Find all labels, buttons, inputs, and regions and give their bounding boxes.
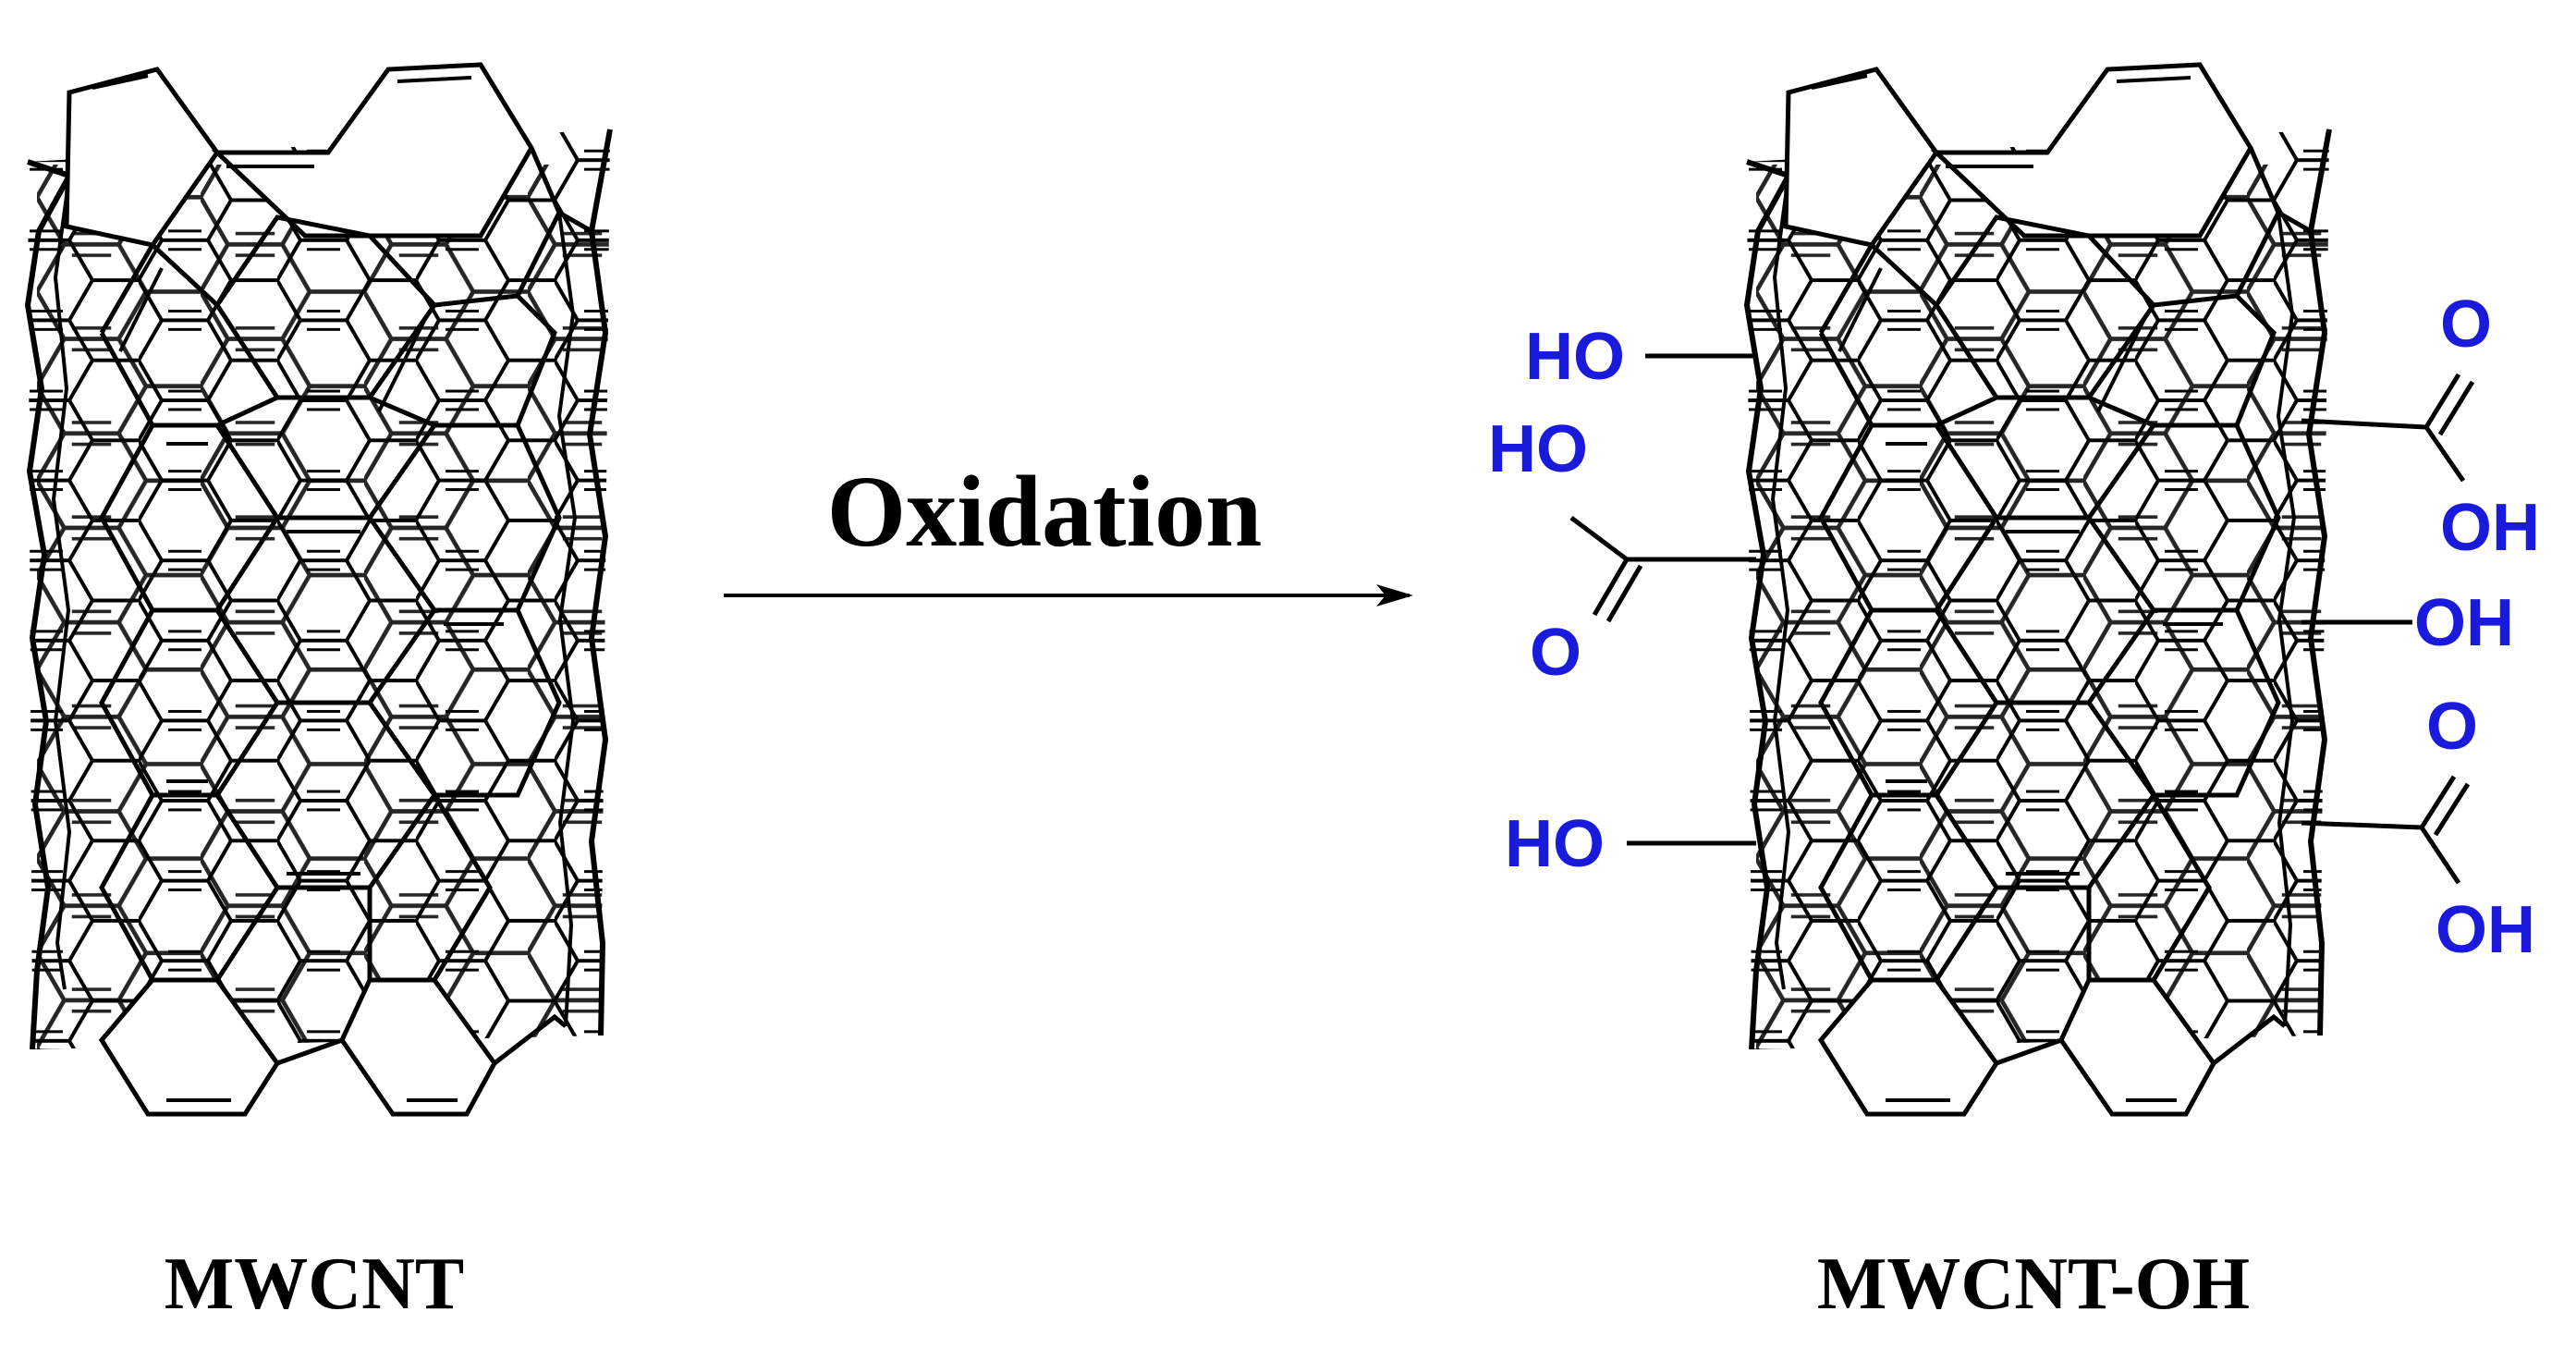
- functional-groups: [1569, 353, 2475, 885]
- condition-label: Oxidation: [827, 455, 1263, 568]
- reactant-nanotube: [0, 65, 648, 1146]
- left-lower-hydroxyl-label: HO: [1505, 807, 1605, 881]
- left-upper-hydroxyl-label: HO: [1525, 320, 1625, 394]
- right-upper-carboxyl-hydroxyl-label: OH: [2440, 491, 2540, 565]
- functional-group-labels: HO HO O HO O OH OH O OH: [1488, 288, 2540, 967]
- right-lower-carboxyl-carbonyl-label: O: [2426, 690, 2478, 764]
- product-label: MWCNT-OH: [1817, 1244, 2250, 1325]
- product-nanotube: [1719, 65, 2367, 1146]
- right-hydroxyl-label: OH: [2414, 586, 2514, 660]
- right-upper-carboxyl-carbonyl-label: O: [2440, 288, 2492, 362]
- right-lower-carboxyl-hydroxyl-label: OH: [2436, 893, 2535, 967]
- left-carboxyl-carbonyl-label: O: [1530, 616, 1581, 690]
- reactant-label: MWCNT: [165, 1244, 464, 1325]
- left-carboxyl-hydroxyl-label: HO: [1488, 412, 1588, 486]
